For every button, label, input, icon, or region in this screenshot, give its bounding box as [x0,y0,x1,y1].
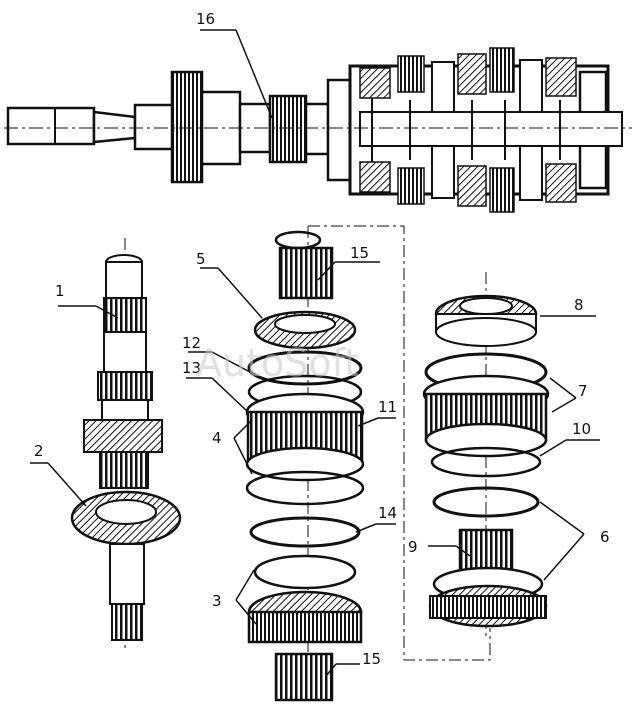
callout-12: 12 [182,334,201,352]
mainshaft-exploded-stack [186,226,396,702]
callout-5: 5 [196,250,206,268]
callout-14: 14 [378,504,397,522]
callout-1: 1 [55,282,65,300]
assembly-bracket [308,225,491,661]
callout-16: 16 [196,10,215,28]
callout-3: 3 [212,592,222,610]
callout-4: 4 [212,429,222,447]
watermark: AutoSoft [196,341,359,385]
callout-15-bottom: 15 [362,650,381,668]
callout-7: 7 [578,382,588,400]
callout-8: 8 [574,296,584,314]
callout-2: 2 [34,442,44,460]
callout-6: 6 [600,528,610,546]
countershaft-exploded-stack [422,272,600,640]
callout-9: 9 [408,538,418,556]
callout-11: 11 [378,398,397,416]
callout-15-top: 15 [350,244,369,262]
callout-10: 10 [572,420,591,438]
input-shaft-assembly [30,238,182,652]
assembled-shaft-section [4,29,632,213]
callout-13: 13 [182,359,201,377]
